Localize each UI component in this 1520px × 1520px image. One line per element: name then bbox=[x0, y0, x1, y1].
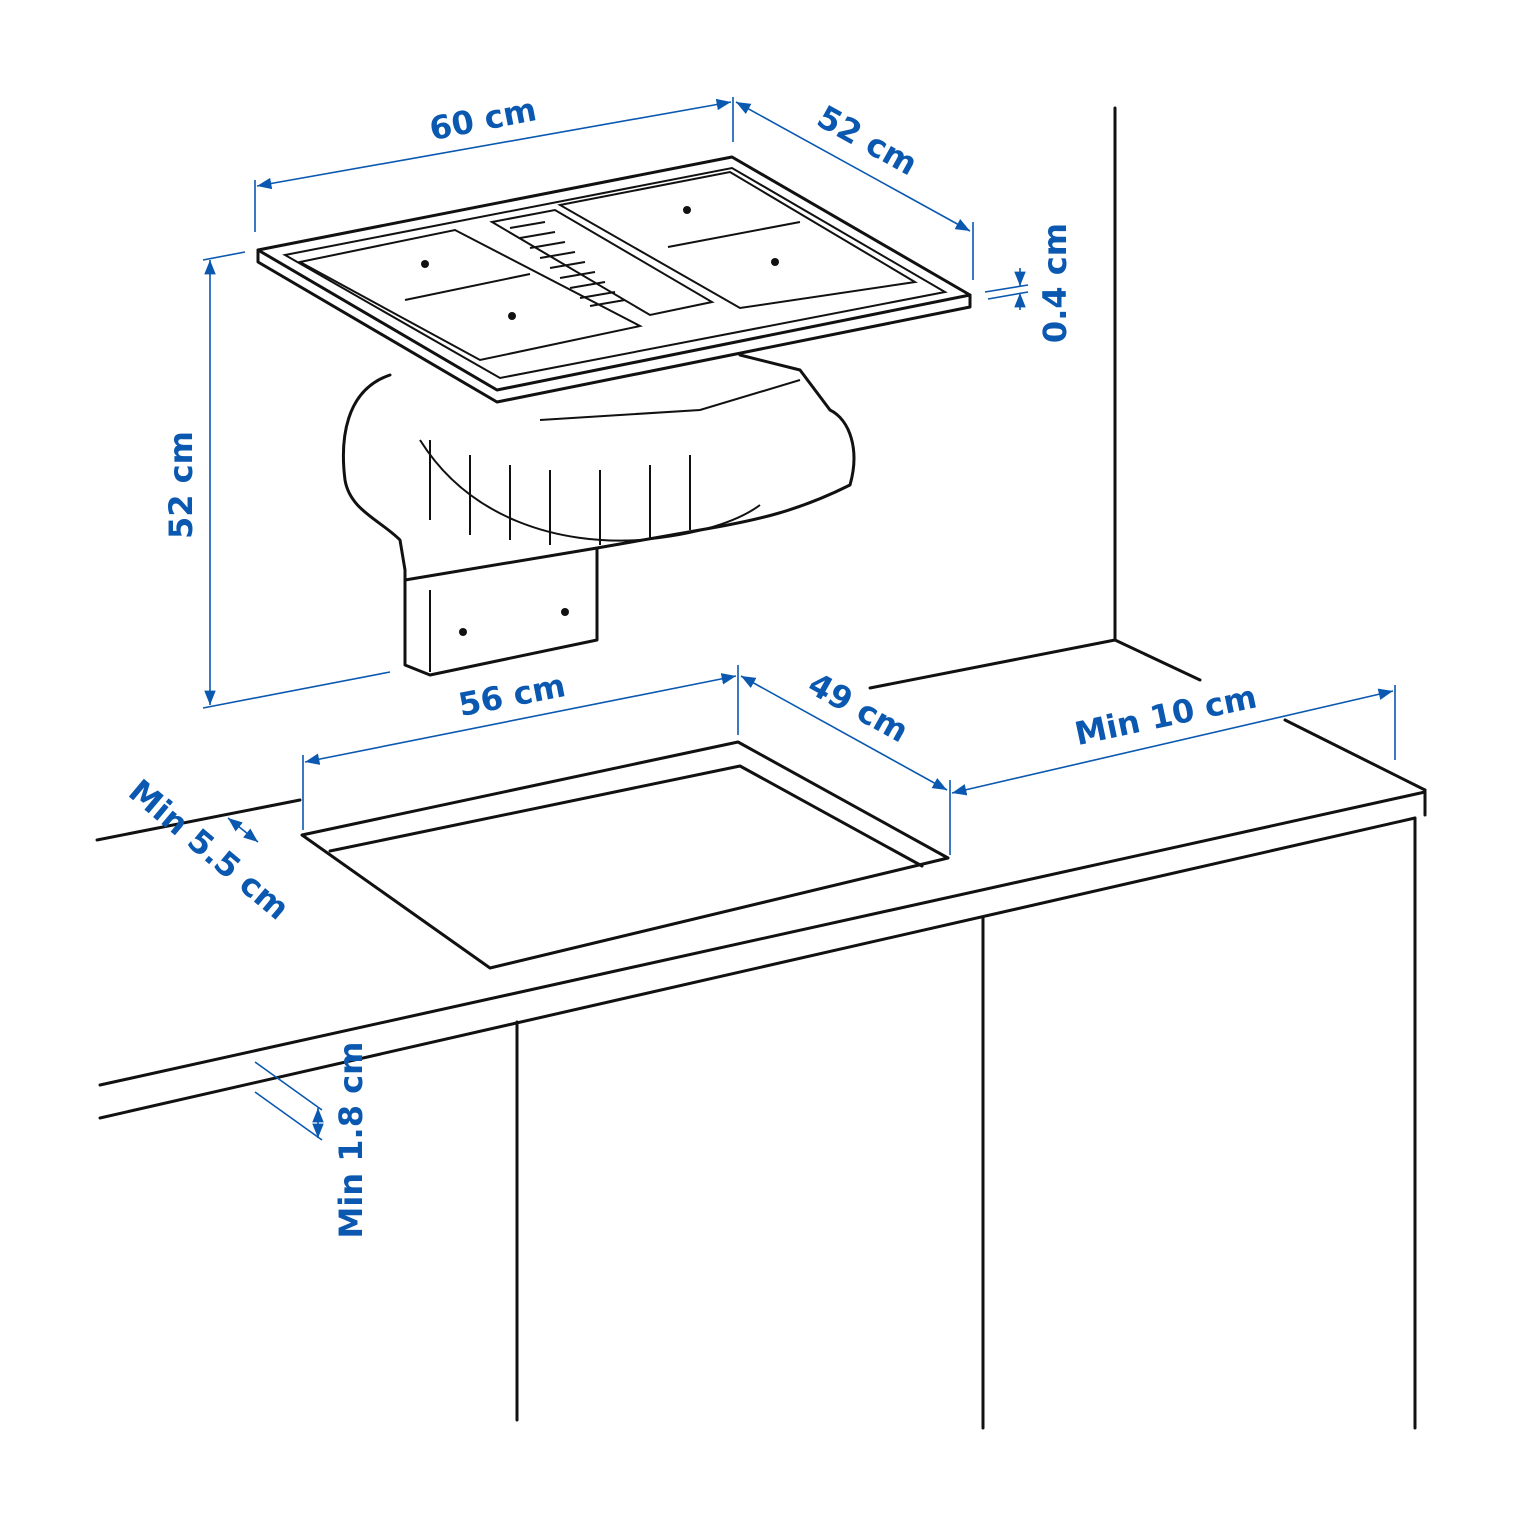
glass-thickness-label: 0.4 cm bbox=[1036, 223, 1074, 343]
cooktop-with-extractor bbox=[256, 155, 972, 677]
worktop-cutout bbox=[300, 740, 950, 970]
depth-top-label: 52 cm bbox=[811, 98, 924, 184]
cutout-depth-label: 49 cm bbox=[802, 665, 915, 751]
dimension-lines bbox=[202, 97, 1396, 1141]
min-front-label: Min 5.5 cm bbox=[121, 772, 296, 928]
kitchen-worktop bbox=[95, 106, 1427, 1430]
cutout-width-label: 56 cm bbox=[455, 666, 568, 724]
min-side-label: Min 10 cm bbox=[1071, 677, 1260, 753]
extractor-grille bbox=[509, 221, 626, 307]
height-label: 52 cm bbox=[162, 431, 200, 539]
min-worktop-label: Min 1.8 cm bbox=[332, 1042, 370, 1239]
